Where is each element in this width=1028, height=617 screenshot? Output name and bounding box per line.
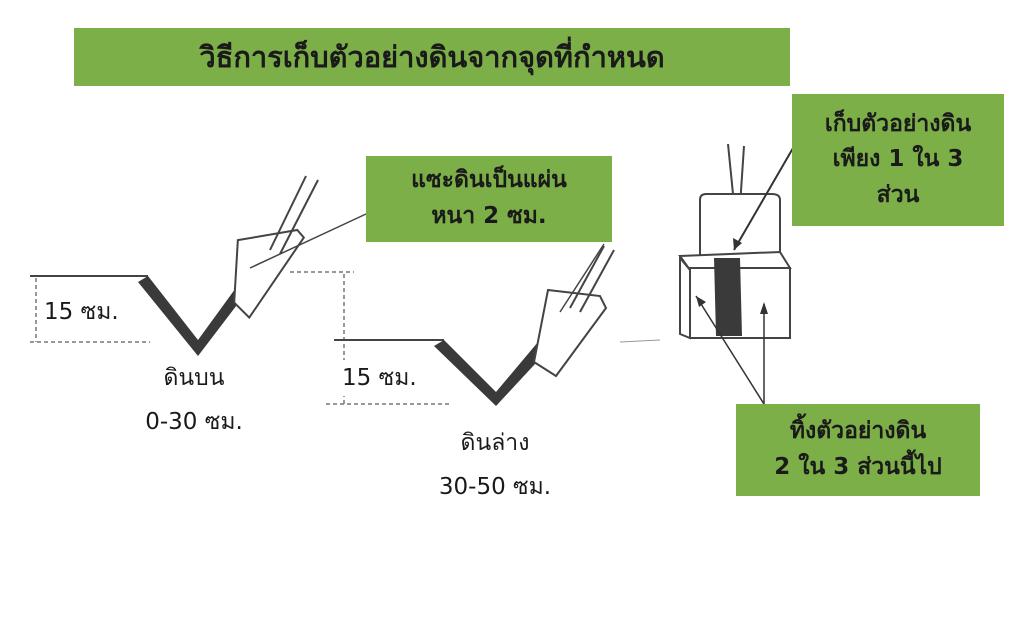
subsoil-range: 30-50 ซม. — [438, 474, 552, 500]
spade-handle — [279, 179, 319, 255]
slice-callout-line: แซะดินเป็นแผ่น — [411, 167, 567, 194]
spade-handle — [269, 175, 307, 251]
kept-strip — [714, 258, 742, 336]
guide-line — [619, 339, 661, 343]
soil-slice-plate — [233, 228, 306, 320]
subsoil-caption: ดินล่าง 30-50 ซม. — [342, 420, 648, 512]
slice-callout-line: หนา 2 ซม. — [431, 203, 547, 229]
soil-band — [434, 340, 548, 406]
keep-callout: เก็บตัวอย่างดิน เพียง 1 ใน 3 ส่วน — [792, 94, 1004, 226]
discard-callout: ทิ้งตัวอย่างดิน 2 ใน 3 ส่วนนี้ไป — [736, 404, 980, 496]
soil-slice-plate — [532, 288, 608, 378]
topsoil-range: 0-30 ซม. — [145, 409, 243, 435]
keep-callout-line: เพียง 1 ใน 3 — [832, 146, 964, 173]
callout-pointer — [559, 243, 605, 313]
keep-arrow — [733, 135, 801, 251]
slice-callout: แซะดินเป็นแผ่น หนา 2 ซม. — [366, 156, 612, 242]
arrowhead — [733, 238, 742, 250]
topsoil-pit — [30, 175, 367, 356]
topsoil-depth-label: 15 ซม. — [40, 294, 123, 330]
discard-callout-line: 2 ใน 3 ส่วนนี้ไป — [774, 454, 942, 480]
soil-block — [678, 135, 801, 405]
subsoil-pit — [290, 243, 661, 406]
page-title: วิธีการเก็บตัวอย่างดินจากจุดที่กำหนด — [74, 28, 790, 86]
arrowhead — [696, 296, 706, 307]
topsoil-caption: ดินบน 0-30 ซม. — [96, 356, 292, 446]
keep-callout-line: เก็บตัวอย่างดิน — [824, 110, 972, 137]
keep-callout-line: ส่วน — [876, 181, 920, 208]
discard-arrow — [695, 295, 765, 405]
subsoil-depth-label: 15 ซม. — [338, 360, 421, 396]
discard-callout-line: ทิ้งตัวอย่างดิน — [789, 418, 927, 445]
subsoil-name: ดินล่าง — [460, 430, 530, 457]
spade-handle — [579, 249, 615, 313]
block-side — [679, 255, 691, 340]
block-top — [699, 193, 781, 257]
topsoil-name: ดินบน — [163, 365, 225, 392]
arrowhead — [760, 302, 768, 314]
spade-handle — [569, 245, 605, 309]
callout-pointer — [249, 213, 367, 269]
